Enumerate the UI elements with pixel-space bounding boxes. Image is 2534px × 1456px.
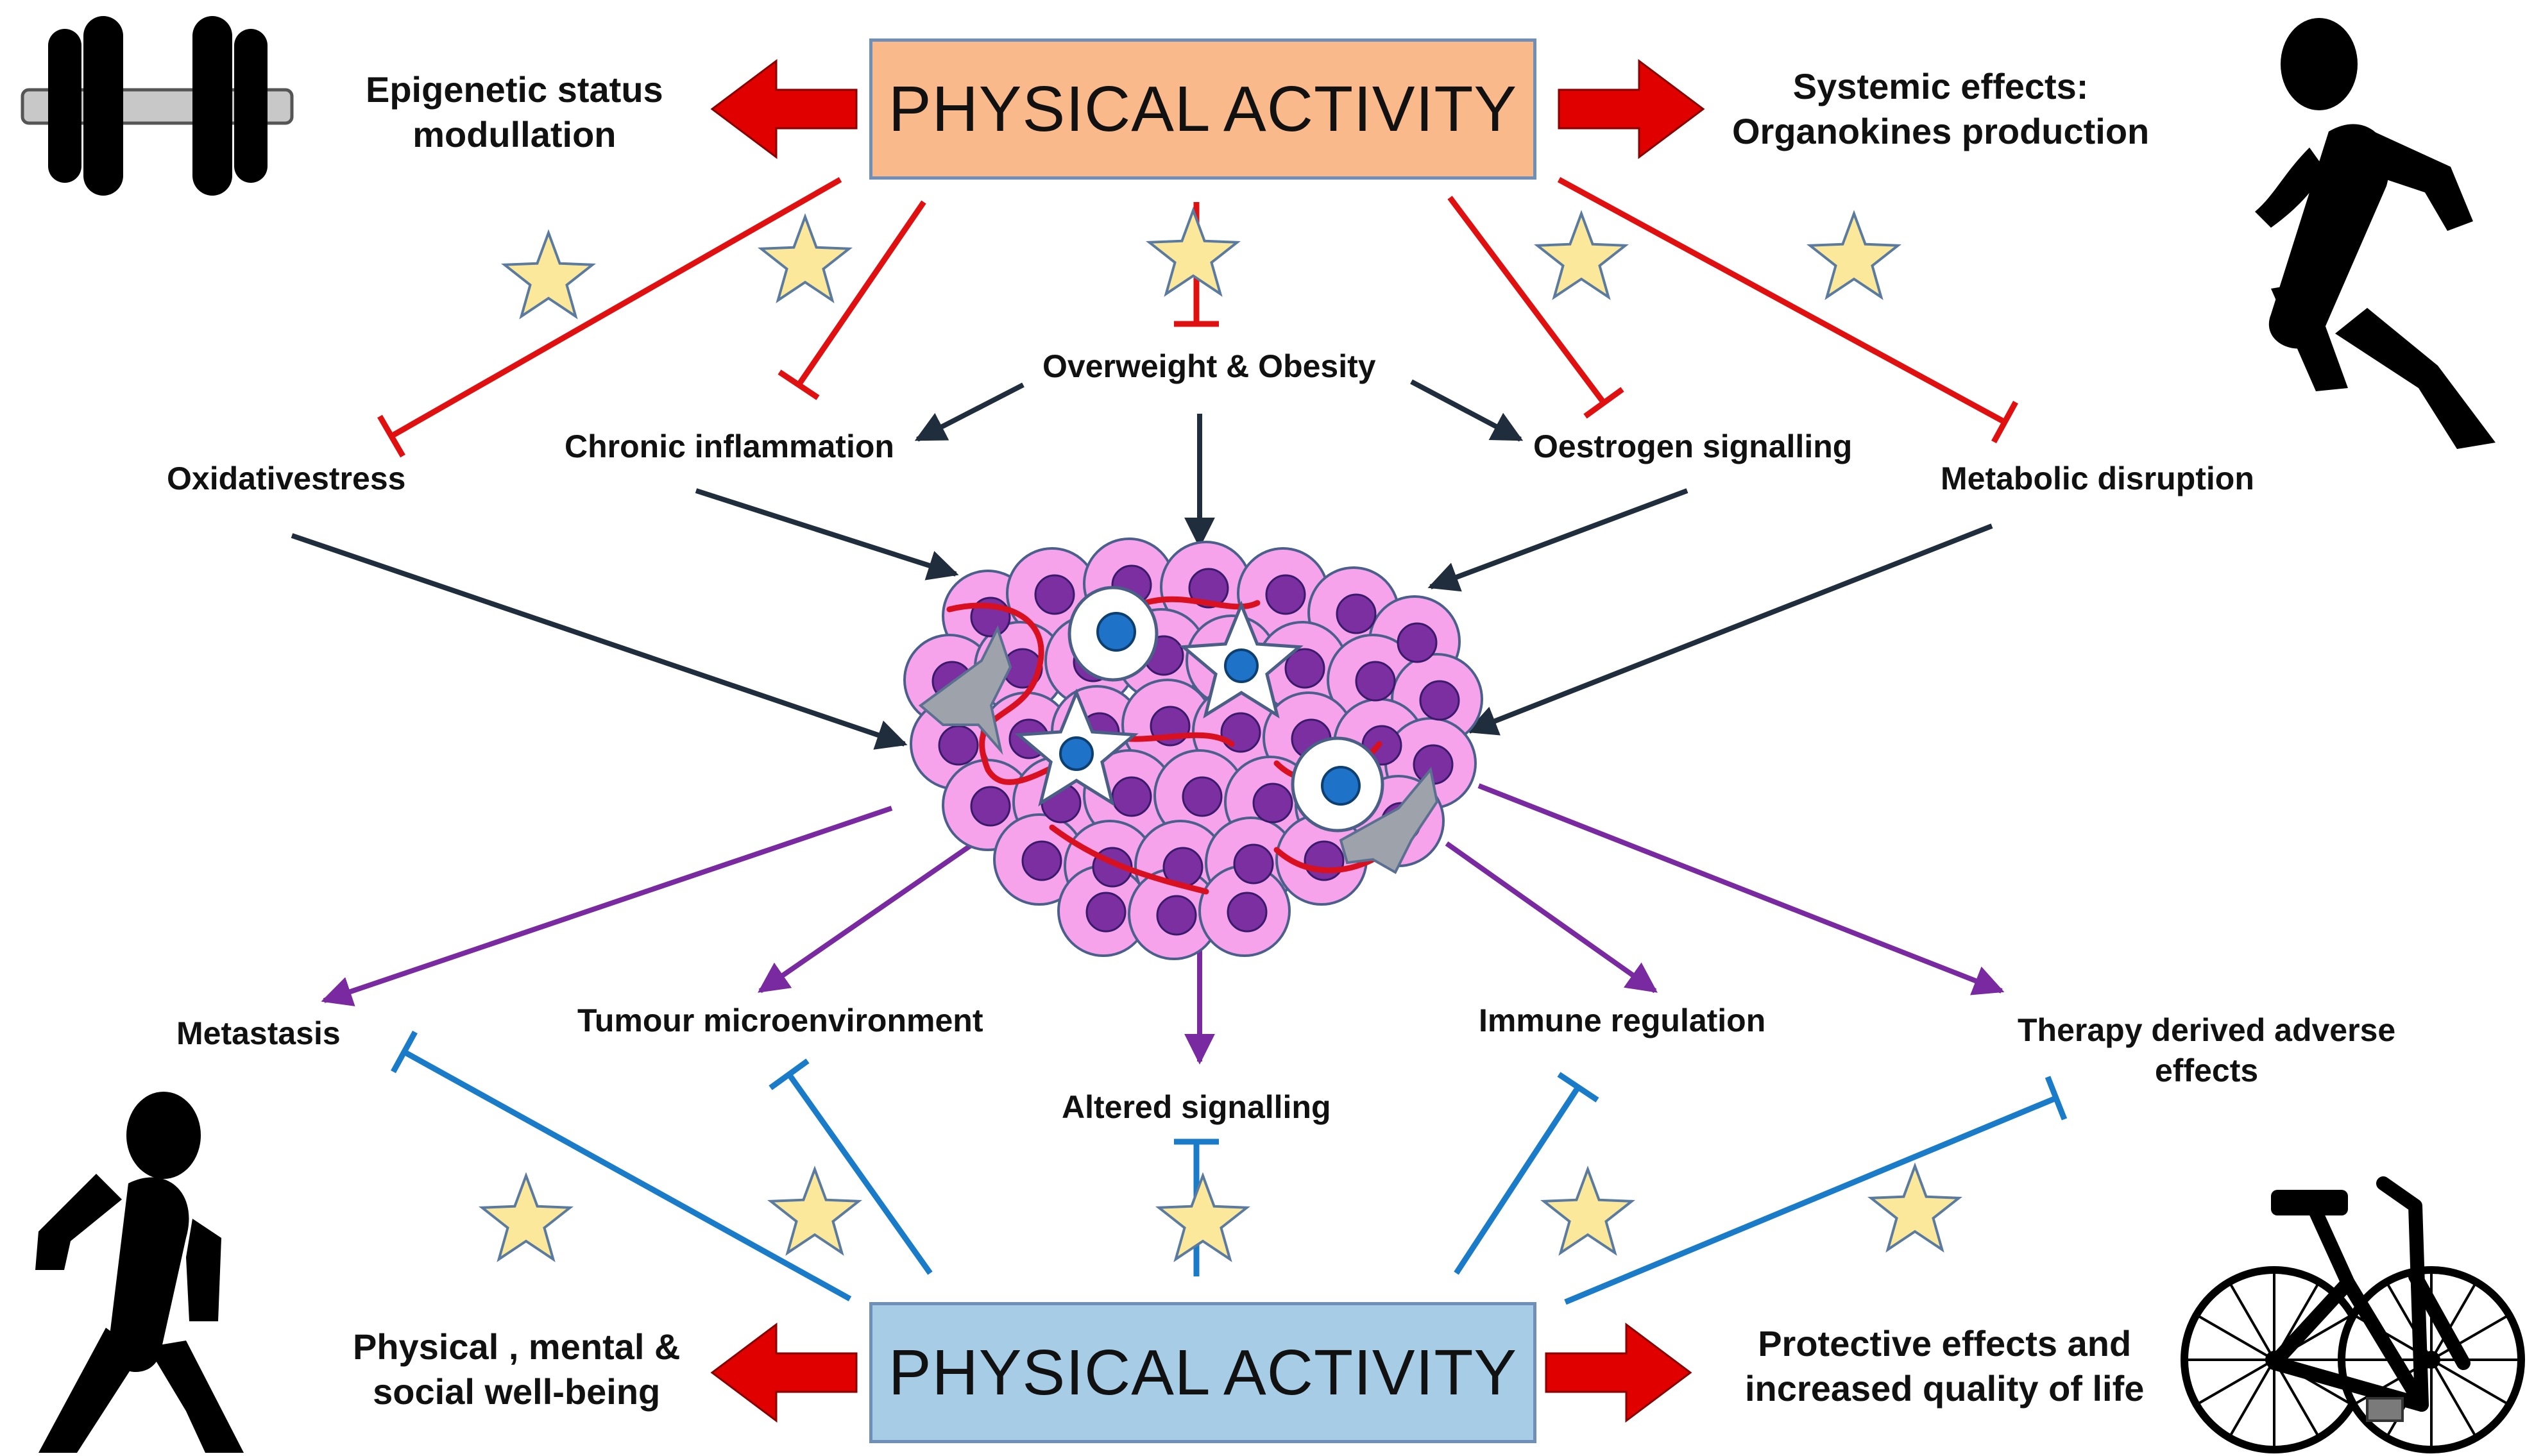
risk-arrows [291,379,1993,750]
arrow-oestrogen-to-tumour [1427,488,1688,592]
walker-icon [35,1092,244,1453]
star-icons [479,207,1962,1262]
arrow-to-systemic [1558,59,1705,159]
star-icon [1540,1165,1635,1256]
inhibit-chronic-inflammation-bar [778,369,820,400]
big-arrows [710,59,1705,1423]
protective-effects-label: Protective effects and increased quality… [1745,1323,2145,1409]
inhibit-oxidative-stress-bar [377,414,405,458]
fibroblasts [918,625,1439,874]
therapy-adverse-effects-label: Therapy derived adverse effects [2018,1012,2396,1088]
inhibit-therapy [1564,1095,2057,1305]
star-icon [1155,1172,1250,1262]
star-icon [501,229,596,319]
inhibit-microenvironment-bar [769,1058,810,1090]
star-icon [767,1165,862,1256]
chronic-inflammation-label: Chronic inflammation [565,428,894,464]
inhibit-metabolic-bar [1991,400,2018,444]
tumour-microenvironment-label: Tumour microenvironment [577,1003,983,1038]
star-icon [1807,210,1901,300]
star-icon [1146,207,1241,297]
arrow-tumour-to-therapy [1477,783,2005,995]
epigenetic-label: Epigenetic status modullation [366,69,663,155]
metabolic-disruption-label: Metabolic disruption [1941,461,2254,496]
inhibit-microenvironment [787,1072,933,1275]
stellate-nuclei [1059,648,1259,771]
arrow-tumour-to-metastasis [321,806,893,1006]
inhibit-therapy-bar [2045,1076,2068,1121]
inhibit-oestrogen [1447,196,1606,405]
bottom-inhibition-lines [391,1030,2068,1305]
dumbbell-icon [21,16,294,196]
arrow-obesity-to-oestrogen [1410,379,1524,442]
metastasis-label: Metastasis [176,1015,341,1051]
arrow-to-wellbeing [710,1323,858,1423]
star-icon [1867,1162,1962,1253]
arrow-metabolic-to-tumour [1466,523,1993,736]
wellbeing-label: Physical , mental & social well-being [353,1326,681,1412]
star-icon [758,213,853,303]
tumour-icon [903,538,1483,960]
inhibit-oxidative-stress [389,177,842,439]
inhibit-immune-bar [1557,1072,1599,1103]
arrow-tumour-to-immune [1445,841,1658,994]
inhibit-chronic-inflammation [796,200,926,387]
systemic-effects-label: Systemic effects: Organokines production [1732,66,2150,151]
arrow-inflammation-to-tumour [695,488,959,580]
arrow-obesity-to-inflammation [914,382,1025,442]
immune-regulation-label: Immune regulation [1479,1003,1766,1038]
overweight-obesity-label: Overweight & Obesity [1042,348,1376,384]
oxidative-stress-label: Oxidativestress [167,461,406,496]
star-icon [1534,210,1629,300]
inhibit-metastasis [402,1049,852,1301]
altered-signalling-label: Altered signalling [1062,1089,1331,1125]
inhibit-metabolic [1557,177,2007,425]
arrow-to-protective [1545,1323,1692,1423]
star-icon [479,1172,574,1262]
inhibit-immune [1454,1085,1581,1275]
physical-activity-box-bottom: PHYSICAL ACTIVITY [869,1302,1536,1443]
runner-icon [2255,18,2496,449]
oestrogen-signalling-label: Oestrogen signalling [1533,428,1853,464]
bicycle-icon [2181,1176,2525,1453]
immune-cells [1067,586,1384,833]
inhibit-metastasis-bar [391,1030,418,1074]
arrow-oxidative-to-tumour [291,533,908,750]
arrow-tumour-to-microenvironment [758,838,980,994]
physical-activity-box-top: PHYSICAL ACTIVITY [869,38,1536,180]
inhibit-oestrogen-bar [1583,387,1624,419]
arrow-to-epigenetic [710,59,858,159]
